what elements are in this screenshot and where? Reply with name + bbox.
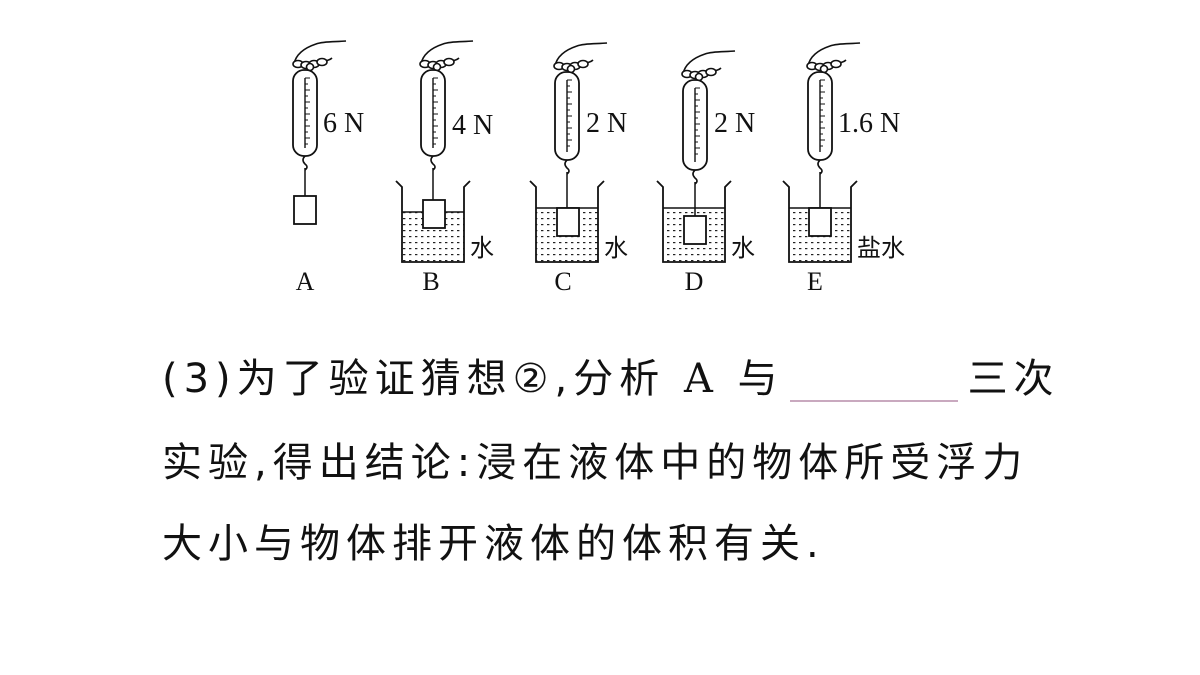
force-reading-b: 4 N [452,110,493,141]
setup-e: 1.6 N 盐水 E [782,42,905,296]
hand-c [553,42,608,74]
setup-d: 2 N 水 D [656,50,755,296]
question-line-2: 实验,得出结论:浸在液体中的物体所受浮力 [162,440,1029,486]
spring-scale-b [420,69,446,200]
setup-label-d: D [685,267,704,296]
hand-e [806,42,861,74]
setup-label-c: C [554,267,571,296]
setup-label-e: E [807,267,823,296]
spring-scale-e [807,71,833,208]
spring-scale-c [554,71,580,208]
object-block-b [422,199,446,229]
setup-label-b: B [422,267,439,296]
question-text-start: (3)为了验证猜想②,分析 [162,356,684,402]
hand-a [292,40,347,72]
liquid-label-c: 水 [604,234,628,262]
spring-scale-a [292,69,318,196]
object-block-d [683,215,707,245]
object-block-c [556,207,580,237]
setup-a: 6 N A [292,40,364,296]
question-text-end: 三次 [967,356,1060,402]
spring-scale-d [682,79,708,216]
liquid-label-e: 盐水 [857,234,905,262]
question-text-mid: 与 [718,356,784,402]
object-block-e [808,207,832,237]
hand-d [681,50,736,82]
force-reading-d: 2 N [714,108,755,139]
liquid-label-b: 水 [470,234,494,262]
answer-blank[interactable] [789,356,958,402]
force-reading-c: 2 N [586,108,627,139]
question-line-1: (3)为了验证猜想②,分析 A 与 三次 [162,356,1060,402]
force-reading-a: 6 N [323,108,364,139]
setup-c: 2 N 水 C [529,42,628,296]
setup-b: 4 N 水 B [395,40,494,296]
hand-b [419,40,474,72]
setup-label-a: A [296,267,315,296]
question-ref-a: A [683,356,719,402]
liquid-label-d: 水 [731,234,755,262]
question-line-3: 大小与物体排开液体的体积有关. [162,521,825,567]
object-block-a [293,195,317,225]
experiment-figure: 6 N A 4 N 水 B [292,40,905,296]
force-reading-e: 1.6 N [838,108,900,139]
